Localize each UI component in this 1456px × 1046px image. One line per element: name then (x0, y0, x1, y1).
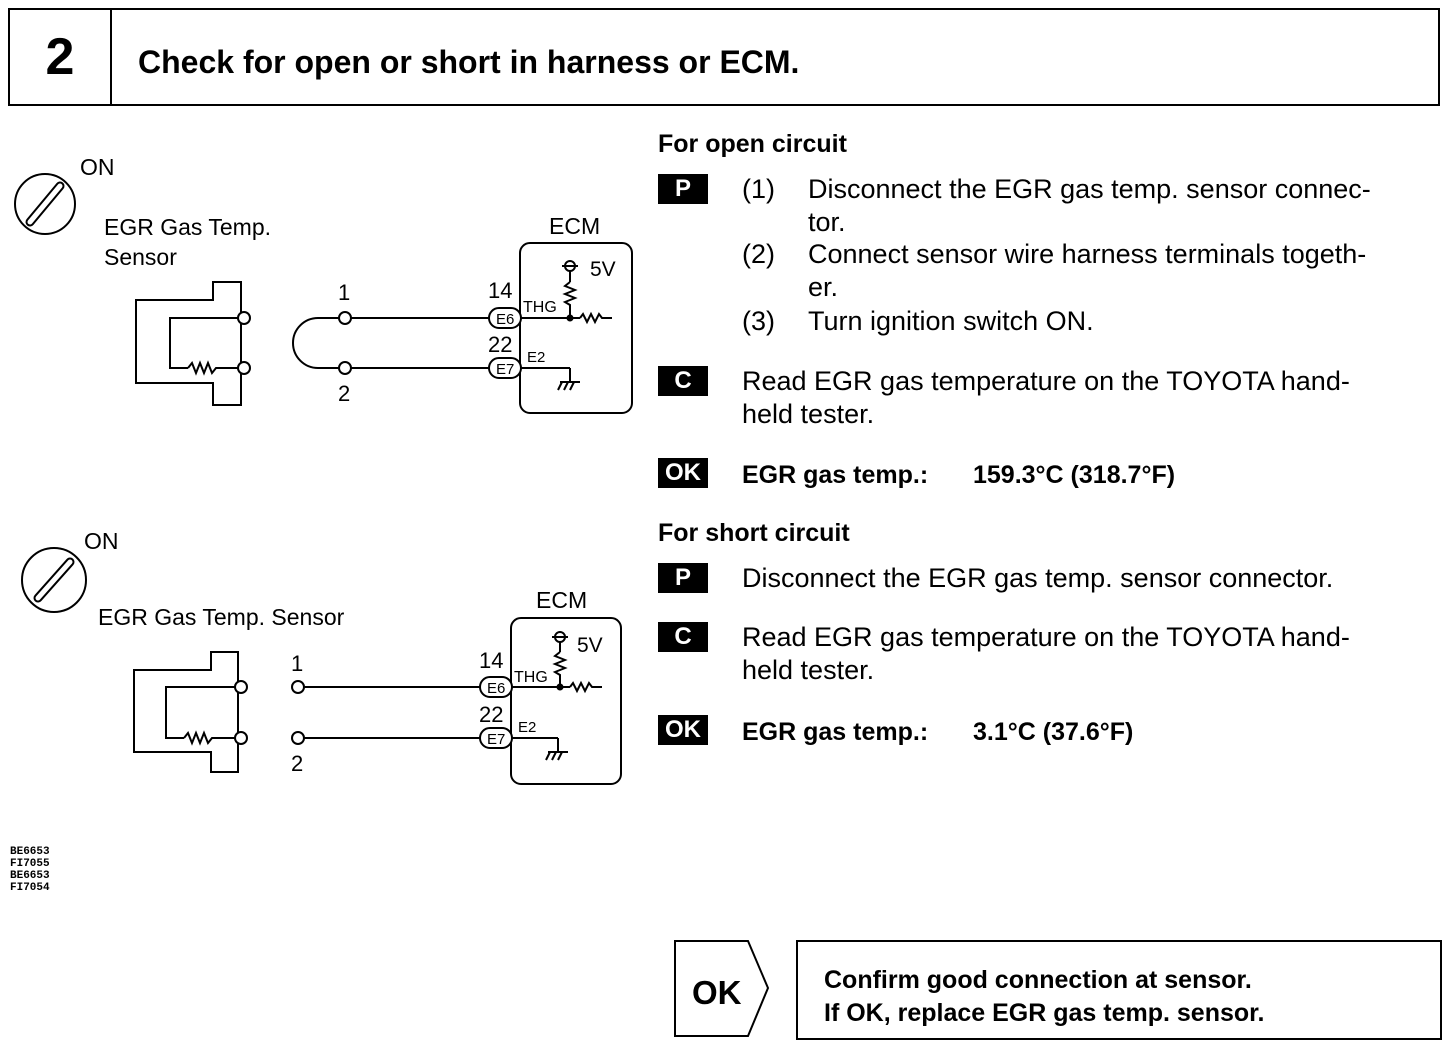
open-circuit-title: For open circuit (658, 130, 847, 158)
ecm-label-top: ECM (549, 213, 600, 239)
step-1-number: (1) (742, 174, 775, 204)
connector-e6-bottom: E6 (479, 676, 513, 698)
pin-1-label-bottom: 1 (291, 651, 303, 676)
egr-sensor-connector-top (135, 281, 251, 406)
svg-text:E6: E6 (496, 311, 514, 328)
short-ok-value: 3.1°C (37.6°F) (973, 718, 1134, 746)
voltage-label-bottom: 5V (577, 634, 603, 657)
final-action-box: Confirm good connection at sensor. If OK… (796, 940, 1442, 1040)
ignition-switch-icon (14, 173, 76, 235)
figure-codes: BE6653 FI7055 BE6653 FI7054 (10, 846, 50, 894)
wiring-diagrams: ON EGR Gas Temp. Sensor 1 2 14 22 E (14, 154, 633, 785)
svg-text:E7: E7 (487, 731, 505, 748)
terminal-14-label-top: 14 (488, 278, 512, 303)
terminal-22-label-top: 22 (488, 332, 512, 357)
connector-e7-top: E7 (488, 357, 522, 379)
short-ok-label: EGR gas temp.: (742, 718, 929, 746)
step-2-number: (2) (742, 239, 775, 269)
check-badge: C (658, 622, 708, 652)
check-badge: C (658, 366, 708, 396)
step-header: 2 Check for open or short in harness or … (8, 8, 1440, 106)
sensor-label-bottom: EGR Gas Temp. Sensor (98, 604, 345, 630)
ignition-on-label-bottom: ON (84, 528, 119, 554)
step-title: Check for open or short in harness or EC… (138, 44, 800, 80)
pin-2-label-top: 2 (338, 381, 350, 406)
ignition-on-label: ON (80, 154, 115, 180)
terminal-14-label-bottom: 14 (479, 648, 503, 673)
open-ok-value: 159.3°C (318.7°F) (973, 461, 1176, 489)
ok-label: OK (692, 974, 742, 1011)
step-3-text: Turn ignition switch ON. (808, 306, 1094, 336)
connector-e7-bottom: E7 (479, 727, 513, 749)
sensor-label-top-line2: Sensor (104, 244, 177, 270)
short-check-text: Read EGR gas temperature on the TOYOTA h… (742, 622, 1350, 685)
ecm-box-top (519, 242, 633, 414)
ignition-switch-icon (21, 547, 87, 613)
svg-text:E7: E7 (496, 361, 514, 378)
ok-badge: OK (658, 715, 708, 745)
pin-1-label-top: 1 (338, 280, 350, 305)
step-1-text: Disconnect the EGR gas temp. sensor conn… (808, 174, 1371, 237)
procedure-badge: P (658, 174, 708, 204)
procedure-badge: P (658, 563, 708, 593)
ok-result-box: OK (674, 940, 770, 1037)
ok-badge: OK (658, 458, 708, 488)
thg-label-top: THG (523, 299, 557, 316)
svg-text:E6: E6 (487, 680, 505, 697)
sensor-label-top-line1: EGR Gas Temp. (104, 214, 271, 240)
e2-label-top: E2 (527, 349, 545, 366)
pin-2-label-bottom: 2 (291, 751, 303, 776)
final-action-text: Confirm good connection at sensor. If OK… (824, 966, 1265, 1027)
open-check-text: Read EGR gas temperature on the TOYOTA h… (742, 366, 1350, 429)
step-2-text: Connect sensor wire harness terminals to… (808, 239, 1367, 302)
short-procedure-text: Disconnect the EGR gas temp. sensor conn… (742, 563, 1334, 593)
terminal-22-label-bottom: 22 (479, 702, 503, 727)
connector-e6-top: E6 (488, 307, 522, 329)
e2-label-bottom: E2 (518, 719, 536, 736)
egr-sensor-connector-bottom (133, 651, 248, 773)
step-3-number: (3) (742, 306, 775, 336)
voltage-label-top: 5V (590, 258, 616, 281)
jumper-wire (292, 311, 490, 375)
step-number: 2 (10, 10, 112, 104)
ecm-label-bottom: ECM (536, 587, 587, 613)
short-circuit-title: For short circuit (658, 519, 850, 547)
ecm-box-bottom (510, 617, 622, 785)
thg-label-bottom: THG (514, 669, 548, 686)
harness-wires-bottom (291, 680, 480, 745)
open-ok-label: EGR gas temp.: (742, 461, 929, 489)
